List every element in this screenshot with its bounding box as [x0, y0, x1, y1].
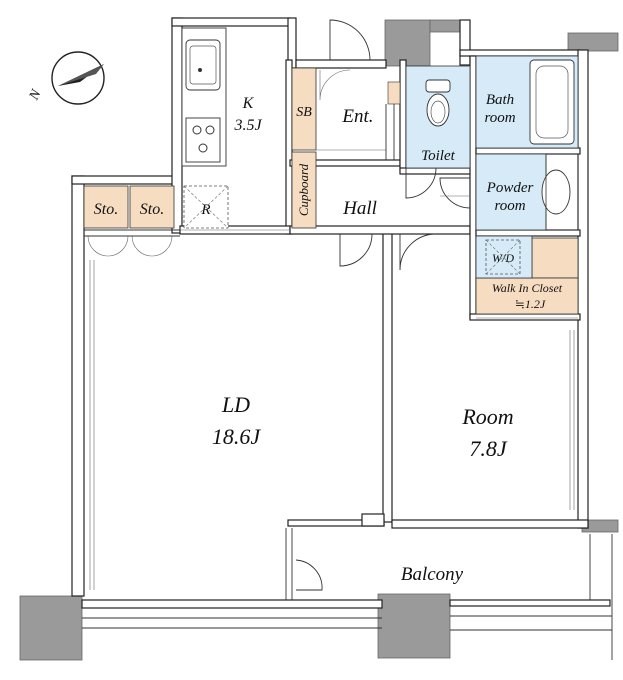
storage-2-label: Sto.	[140, 201, 164, 218]
powder-area	[475, 153, 547, 231]
powder-label-line2: room	[494, 198, 525, 214]
room-label: Room	[461, 404, 513, 429]
washer-label: W/D	[492, 251, 514, 265]
walk-in-closet-label: Walk In Closet	[492, 281, 563, 295]
storage-areas	[83, 67, 579, 315]
entrance-label: Ent.	[341, 106, 373, 127]
refrigerator-label: R	[200, 202, 210, 218]
living-dining-size: 18.6J	[212, 424, 262, 449]
stove-icon	[185, 117, 221, 163]
toilet-bowl-icon	[425, 79, 451, 93]
walk-in-closet-area	[475, 277, 579, 315]
hall-label: Hall	[342, 198, 377, 219]
storage-1-area	[83, 185, 129, 229]
shoe-box-area	[291, 67, 317, 151]
living-dining-label: LD	[221, 392, 250, 417]
bath-label-line2: room	[484, 110, 515, 126]
cupboard-label: Cupboard	[296, 163, 311, 216]
washer-icon	[485, 239, 521, 275]
doors	[84, 19, 578, 591]
bathtub-icon	[529, 59, 575, 145]
structural-columns	[19, 19, 619, 661]
walk-in-closet-size: ≒1.2J	[515, 297, 546, 311]
storage-1-label: Sto.	[94, 201, 118, 218]
kitchen-sink-icon	[185, 39, 221, 91]
powder-label-line1: Powder	[486, 180, 534, 196]
kitchen-label: K	[242, 95, 255, 112]
outer-walls	[71, 17, 613, 660]
kitchen-size: 3.5J	[233, 117, 262, 134]
toilet-label: Toilet	[421, 148, 455, 164]
balcony-label: Balcony	[401, 564, 464, 585]
compass-icon	[51, 51, 105, 105]
front-door-icon	[329, 19, 371, 61]
closet-shelf-area	[531, 237, 579, 279]
bath-label-line1: Bath	[486, 92, 514, 108]
room-size: 7.8J	[469, 436, 508, 461]
fixtures	[181, 27, 579, 275]
shoe-box-label: SB	[296, 105, 312, 120]
washer-area	[475, 235, 533, 279]
cupboard-area	[291, 151, 317, 229]
storage-2-area	[129, 185, 175, 229]
wash-basin-icon	[541, 169, 571, 215]
compass-north-label: N	[26, 87, 44, 103]
